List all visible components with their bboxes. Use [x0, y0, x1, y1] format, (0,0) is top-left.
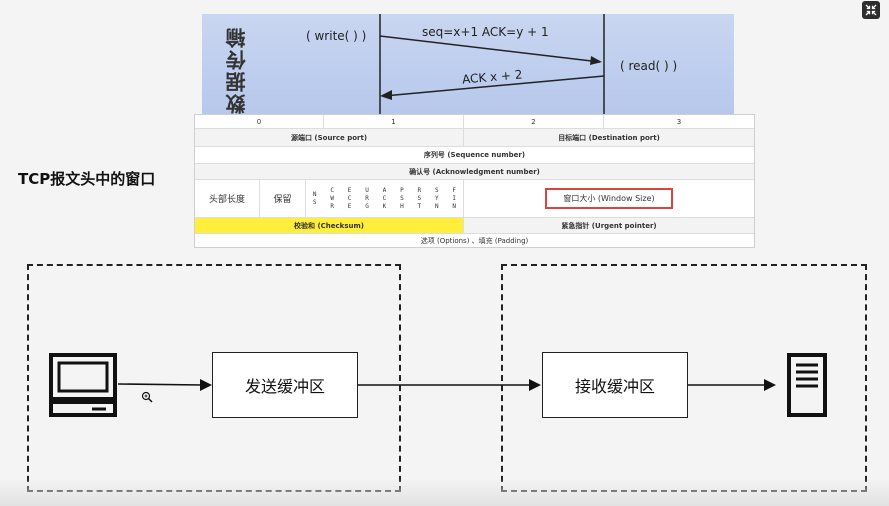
tcp-header-table: 0 1 2 3 源端口 (Source port) 目标端口 (Destinat… — [194, 114, 755, 248]
sequence-lines — [379, 14, 605, 114]
server-icon — [786, 352, 828, 423]
data-transfer-sequence-image: 数据传输 ( write( ) ) seq=x+1 ACK=y + 1 ( re… — [202, 14, 734, 114]
byte-index-row: 0 1 2 3 — [195, 115, 754, 129]
sequence-row: 序列号 (Sequence number) — [195, 147, 754, 164]
read-call-label: ( read( ) ) — [620, 59, 678, 73]
seq-ack-label: seq=x+1 ACK=y + 1 — [422, 25, 549, 39]
destination-port: 目标端口 (Destination port) — [463, 129, 754, 146]
byte-col-2: 2 — [463, 115, 603, 128]
source-port: 源端口 (Source port) — [290, 133, 368, 142]
send-buffer: 发送缓冲区 — [212, 352, 358, 418]
receive-buffer: 接收缓冲区 — [542, 352, 688, 418]
tcp-window-title: TCP报文头中的窗口 — [18, 170, 156, 188]
zoom-cursor-icon — [141, 390, 153, 408]
computer-icon — [48, 352, 118, 423]
reserved: 保留 — [259, 180, 305, 217]
collapse-icon — [865, 4, 877, 16]
header-length: 头部长度 — [208, 195, 245, 205]
port-row: 源端口 (Source port) 目标端口 (Destination port… — [195, 129, 754, 147]
window-size-highlight: 窗口大小 (Window Size) — [545, 188, 673, 209]
sequence-number: 序列号 (Sequence number) — [423, 151, 526, 159]
byte-col-3: 3 — [603, 115, 754, 128]
byte-col-1: 1 — [323, 115, 463, 128]
urgent-pointer: 紧急指针 (Urgent pointer) — [463, 218, 754, 233]
ack-row: 确认号 (Acknowledgment number) — [195, 164, 754, 180]
checksum-row: 校验和 (Checksum) 紧急指针 (Urgent pointer) — [195, 218, 754, 234]
window-size-cell: 窗口大小 (Window Size) — [463, 180, 754, 217]
byte-col-0: 0 — [256, 117, 262, 126]
checksum: 校验和 (Checksum) — [195, 218, 463, 233]
options-row: 选项 (Options) 、填充 (Padding) — [195, 234, 754, 248]
ack-number: 确认号 (Acknowledgment number) — [409, 167, 540, 176]
bottom-shadow — [0, 478, 889, 506]
write-call-label: ( write( ) ) — [306, 29, 367, 43]
options-padding: 选项 (Options) 、填充 (Padding) — [420, 237, 529, 245]
exit-fullscreen-button[interactable] — [862, 1, 880, 19]
